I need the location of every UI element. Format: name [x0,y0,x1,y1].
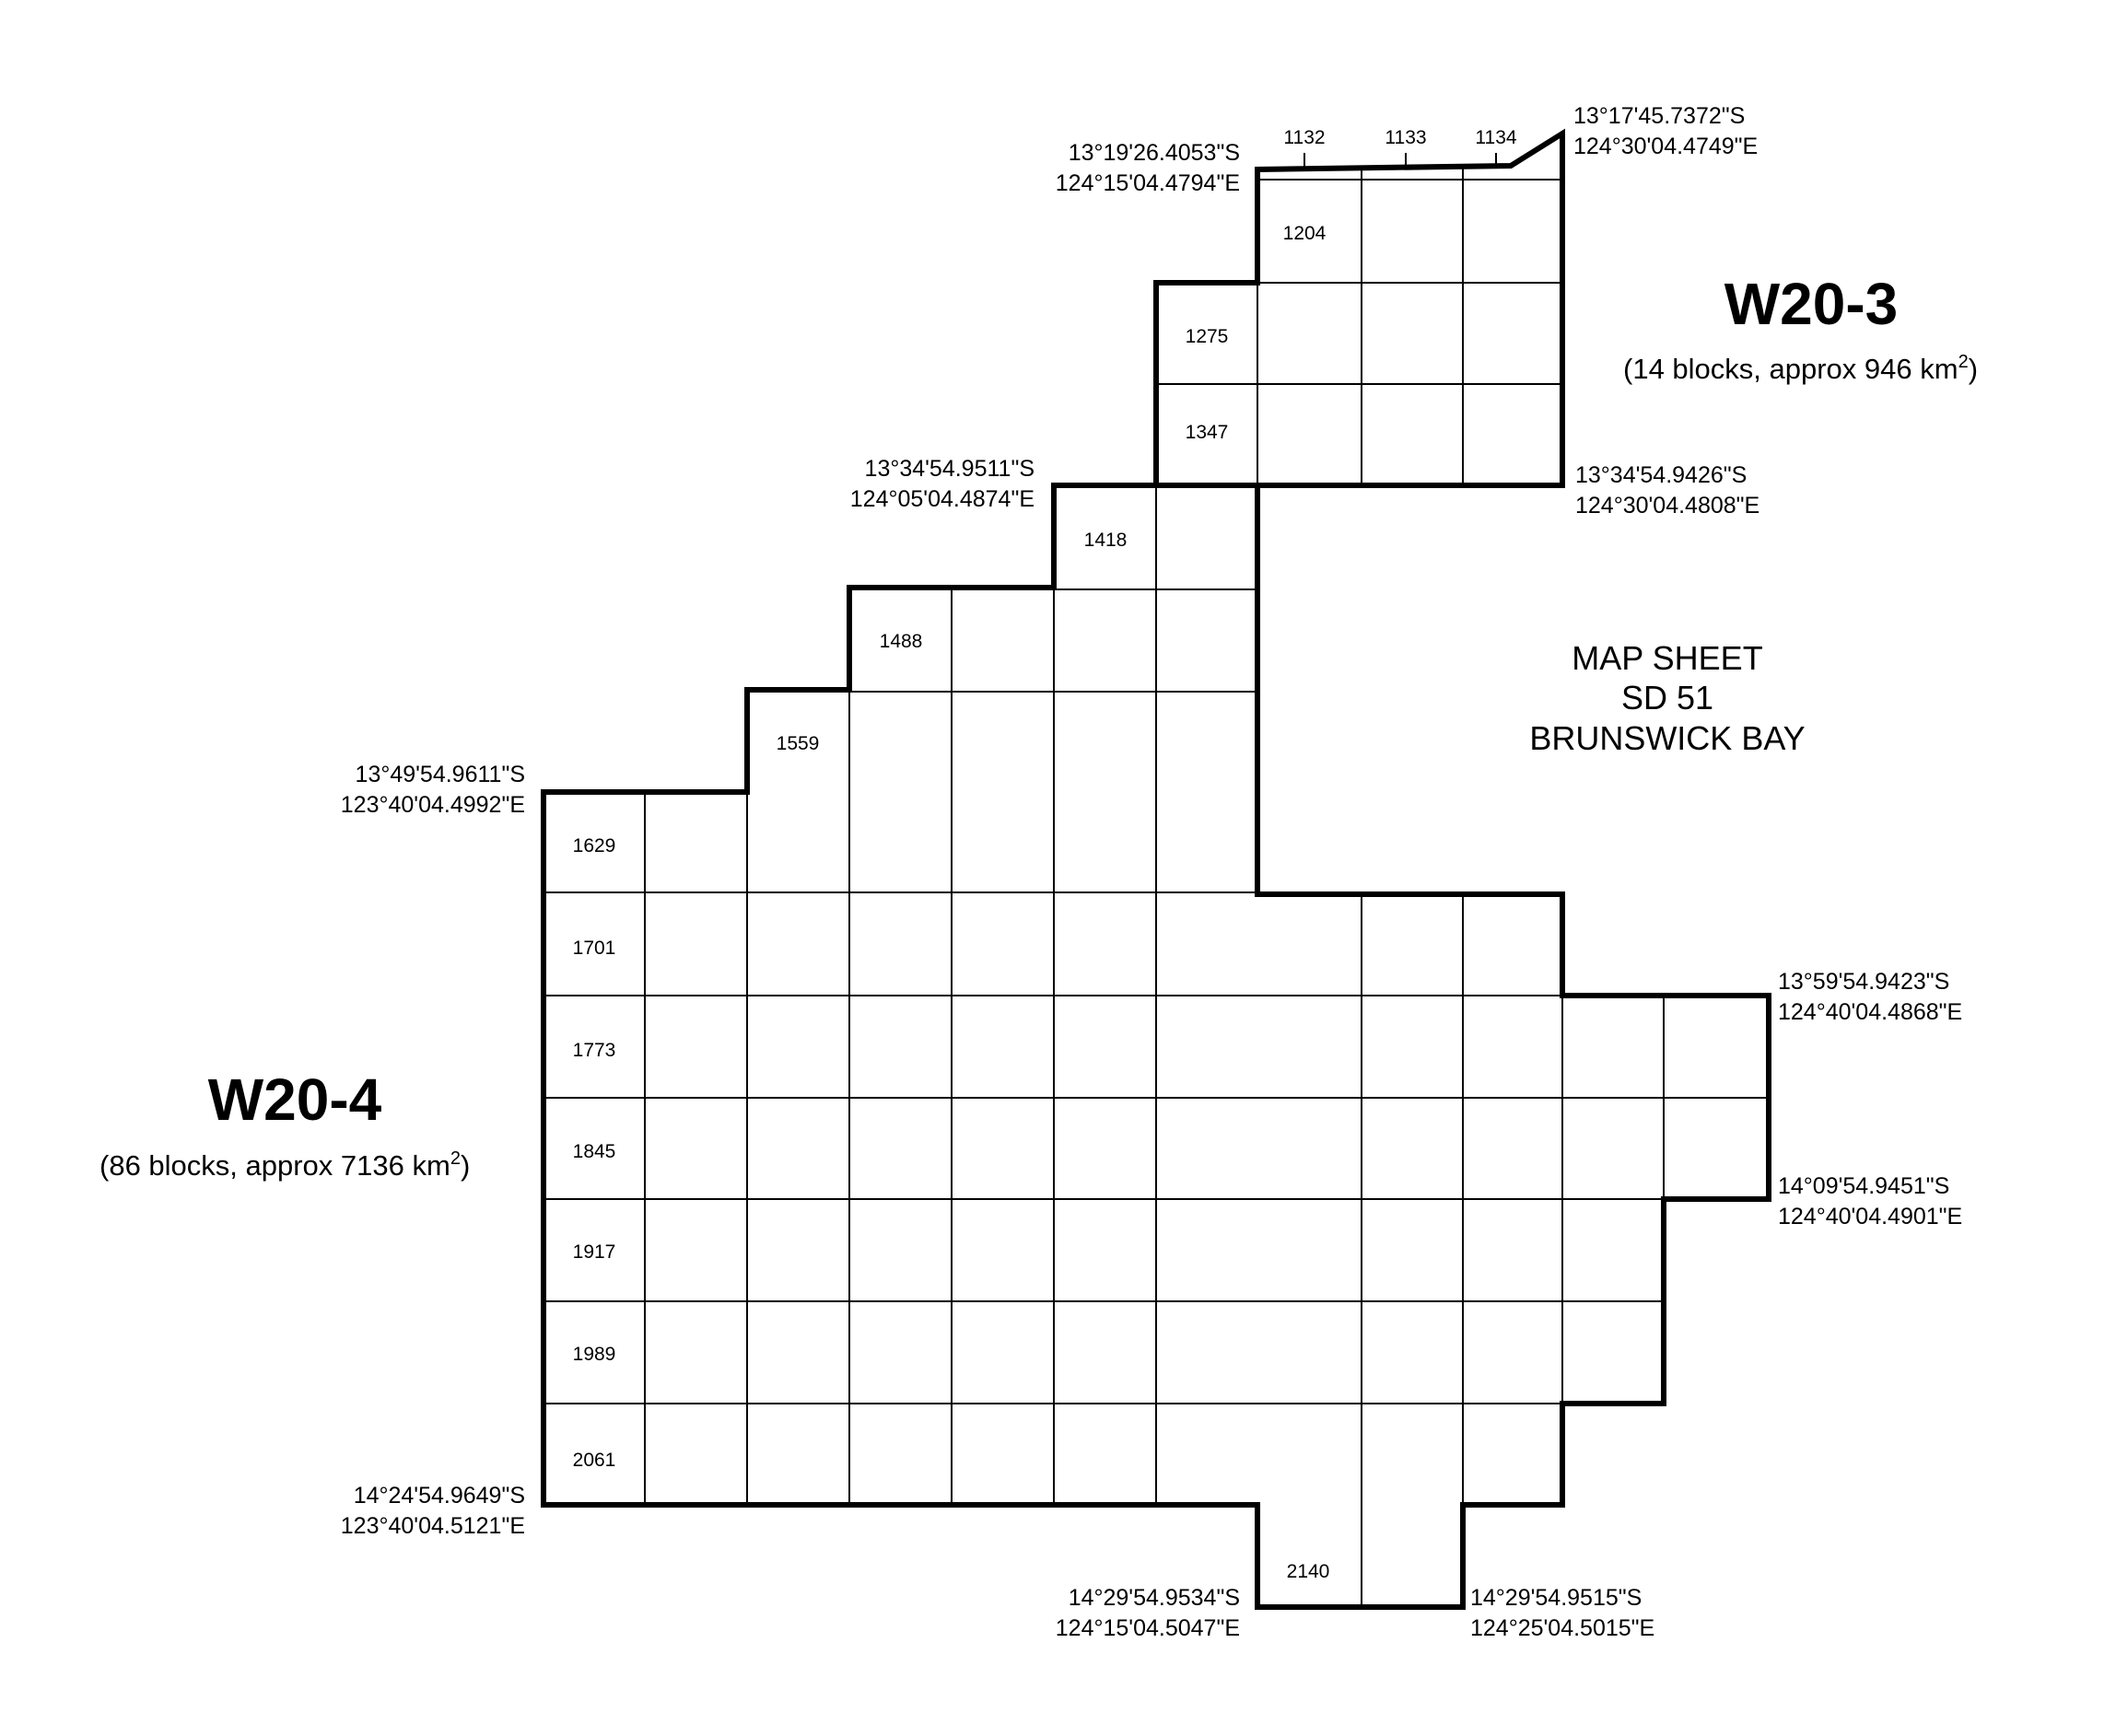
block-label-2061: 2061 [573,1450,616,1471]
svg-text:123°40'04.5121"E: 123°40'04.5121"E [341,1513,525,1539]
coord-south-sw: 14°29'54.9534"S 124°15'04.5047"E [1056,1585,1240,1641]
map-sheet-line-1: MAP SHEET [1572,639,1762,677]
block-label-1133: 1133 [1385,127,1426,148]
svg-text:124°15'04.5047"E: 124°15'04.5047"E [1056,1615,1240,1641]
svg-text:124°40'04.4868"E: 124°40'04.4868"E [1778,999,1962,1025]
svg-text:124°30'04.4749"E: 124°30'04.4749"E [1573,134,1758,159]
grid-lines [544,153,1769,1607]
map-sheet-line-3: BRUNSWICK BAY [1529,719,1805,757]
coord-w20-3-sw: 13°34'54.9511"S 124°05'04.4874"E [850,456,1035,512]
svg-text:13°19'26.4053"S: 13°19'26.4053"S [1069,140,1240,166]
coord-east-ne: 13°59'54.9423"S 124°40'04.4868"E [1778,969,1962,1025]
block-label-1418: 1418 [1084,530,1128,551]
block-label-1845: 1845 [573,1141,616,1162]
block-label-1132: 1132 [1283,127,1325,148]
block-label-1488: 1488 [880,631,923,652]
block-label-1204: 1204 [1283,223,1327,244]
svg-text:13°17'45.7372"S: 13°17'45.7372"S [1573,103,1745,129]
svg-text:14°29'54.9534"S: 14°29'54.9534"S [1069,1585,1240,1611]
block-label-1347: 1347 [1186,422,1229,443]
block-label-1275: 1275 [1186,326,1229,347]
area-subtitle-w20-4: (86 blocks, approx 7136 km2) [99,1148,470,1182]
svg-text:14°24'54.9649"S: 14°24'54.9649"S [354,1483,525,1509]
coord-w20-4-nw: 13°49'54.9611"S 123°40'04.4992"E [341,762,525,818]
area-subtitle-w20-3: (14 blocks, approx 946 km2) [1623,352,1978,385]
coord-w20-4-sw: 14°24'54.9649"S 123°40'04.5121"E [341,1483,525,1539]
coord-south-se: 14°29'54.9515"S 124°25'04.5015"E [1470,1585,1654,1641]
w20-3-boundary [1153,128,1565,488]
svg-text:13°59'54.9423"S: 13°59'54.9423"S [1778,969,1949,995]
svg-text:124°30'04.4808"E: 124°30'04.4808"E [1575,493,1759,518]
block-label-1773: 1773 [573,1040,616,1061]
block-labels: 1132 1133 1134 1204 1275 1347 1418 1488 … [573,127,1517,1582]
coord-east-se: 14°09'54.9451"S 124°40'04.4901"E [1778,1173,1962,1229]
svg-text:13°34'54.9426"S: 13°34'54.9426"S [1575,462,1747,488]
area-title-w20-4: W20-4 [208,1066,382,1133]
block-label-1917: 1917 [573,1241,616,1263]
w20-4-boundary [541,483,1771,1610]
svg-text:123°40'04.4992"E: 123°40'04.4992"E [341,792,525,818]
area-w20-3-label: W20-3 (14 blocks, approx 946 km2) [1623,271,1978,385]
block-label-1701: 1701 [573,938,616,959]
area-title-w20-3: W20-3 [1724,271,1899,337]
corner-coordinates: 13°17'45.7372"S 124°30'04.4749"E 13°19'2… [341,103,1962,1641]
svg-text:124°05'04.4874"E: 124°05'04.4874"E [850,486,1035,512]
block-label-1629: 1629 [573,835,616,856]
coord-w20-3-se: 13°34'54.9426"S 124°30'04.4808"E [1575,462,1759,518]
block-label-2140: 2140 [1287,1561,1330,1582]
block-label-1989: 1989 [573,1344,616,1365]
map-sheet-note: MAP SHEET SD 51 BRUNSWICK BAY [1529,639,1805,757]
block-label-1134: 1134 [1475,127,1516,148]
coord-nw-top: 13°19'26.4053"S 124°15'04.4794"E [1056,140,1240,196]
svg-text:13°34'54.9511"S: 13°34'54.9511"S [865,456,1035,482]
svg-text:124°40'04.4901"E: 124°40'04.4901"E [1778,1204,1962,1229]
svg-text:14°29'54.9515"S: 14°29'54.9515"S [1470,1585,1642,1611]
svg-text:124°15'04.4794"E: 124°15'04.4794"E [1056,170,1240,196]
coord-ne-top: 13°17'45.7372"S 124°30'04.4749"E [1573,103,1758,159]
map-sheet-line-2: SD 51 [1621,679,1713,717]
svg-text:124°25'04.5015"E: 124°25'04.5015"E [1470,1615,1654,1641]
svg-text:14°09'54.9451"S: 14°09'54.9451"S [1778,1173,1949,1199]
svg-text:13°49'54.9611"S: 13°49'54.9611"S [356,762,525,787]
block-label-1559: 1559 [777,733,820,754]
area-w20-4-label: W20-4 (86 blocks, approx 7136 km2) [99,1066,470,1182]
